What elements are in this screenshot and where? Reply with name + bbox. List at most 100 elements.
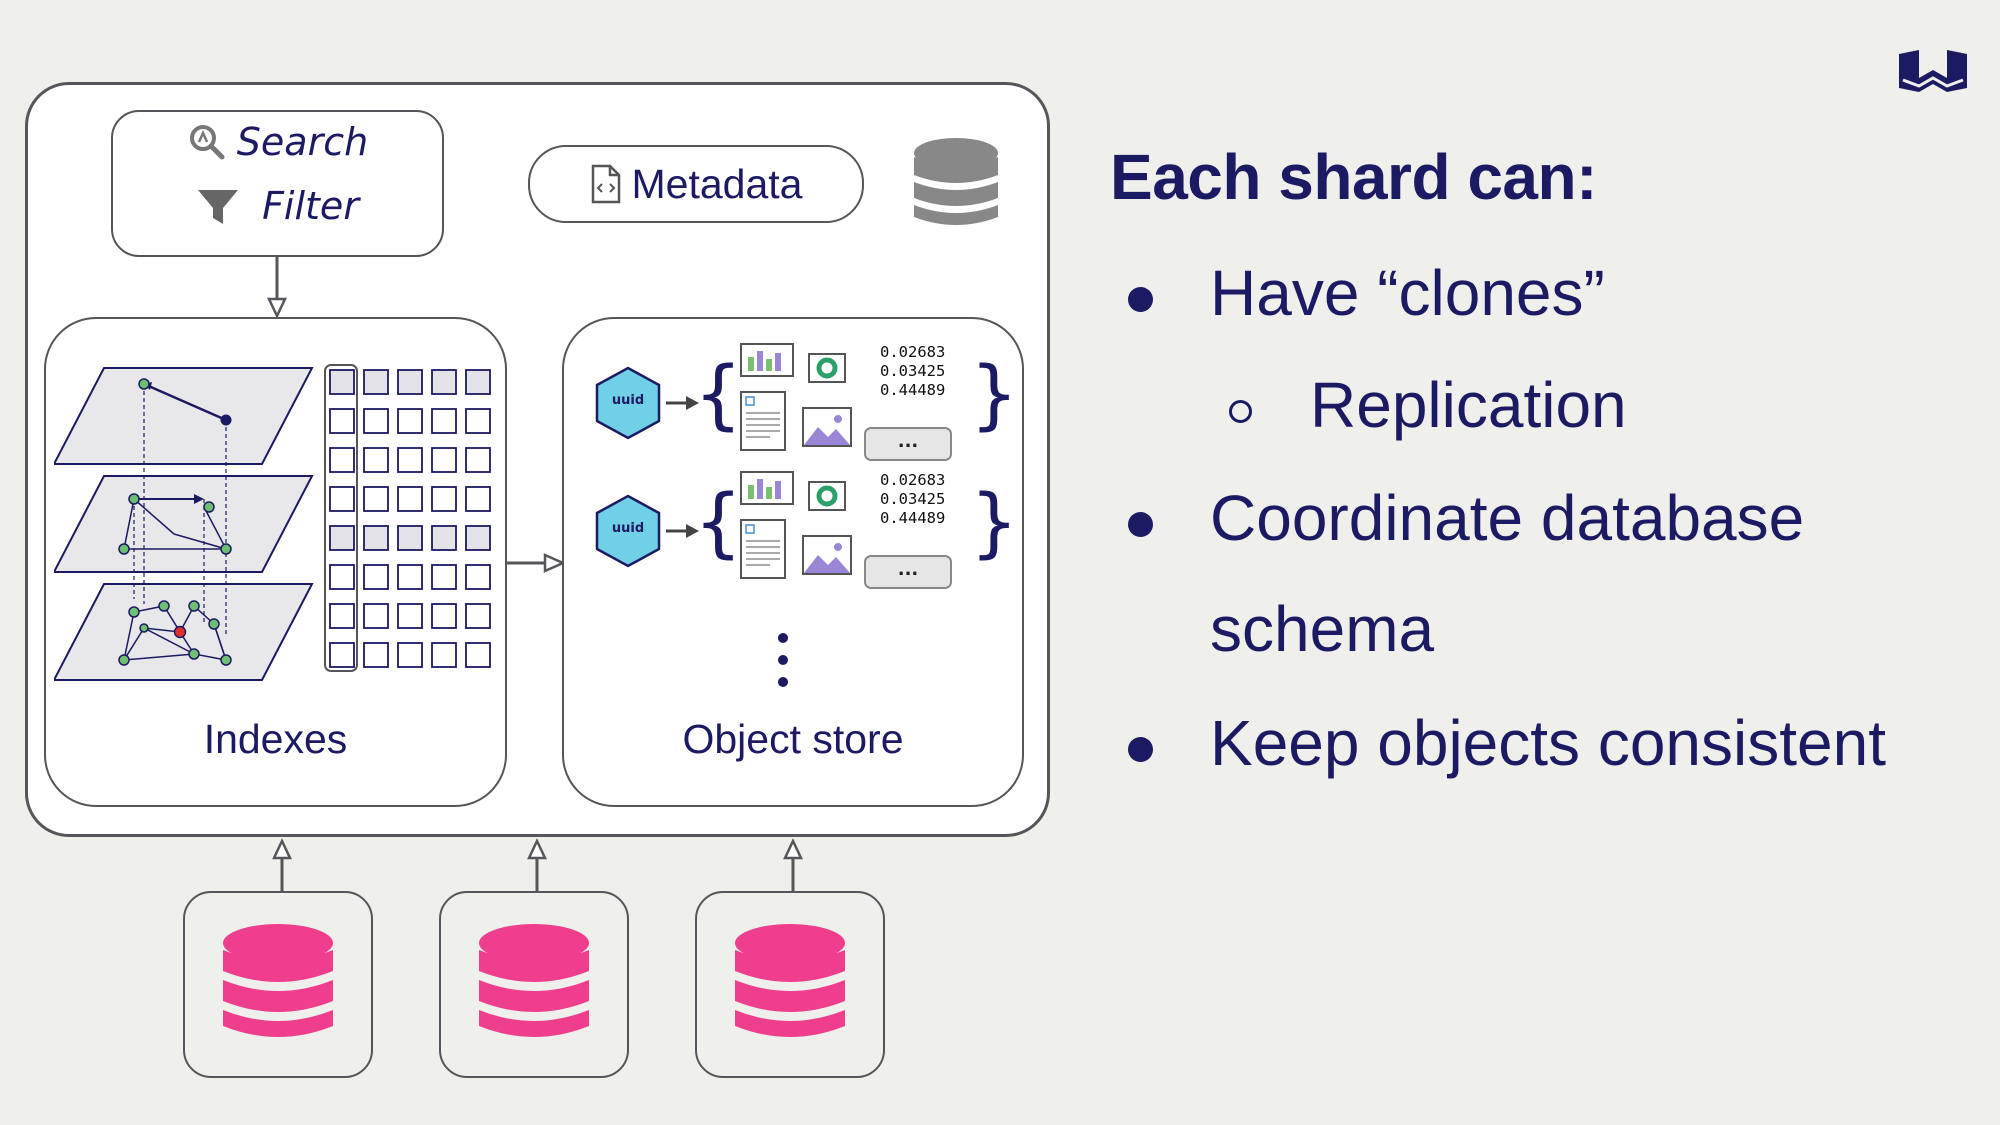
vector-value: 0.03425 xyxy=(880,362,946,380)
donut-chart-icon xyxy=(808,481,846,511)
code-file-icon xyxy=(591,164,620,204)
database-icon xyxy=(223,923,333,1037)
index-cell xyxy=(329,486,355,512)
index-cell xyxy=(329,408,355,434)
chart-image-icon xyxy=(740,471,794,505)
database-icon xyxy=(479,923,589,1037)
bullet-dot xyxy=(1128,737,1153,762)
index-cell xyxy=(363,525,389,551)
bullet-have-clones: Have “clones” xyxy=(1210,257,1605,329)
left-brace: { xyxy=(694,349,743,438)
index-cell xyxy=(329,525,355,551)
index-cell xyxy=(465,642,491,668)
index-cell xyxy=(431,525,457,551)
filter-label: Filter xyxy=(262,184,359,228)
uuid-label: uuid xyxy=(611,393,645,408)
replica-database-2 xyxy=(439,891,629,1078)
document-icon xyxy=(740,391,786,451)
image-icon xyxy=(802,407,852,447)
bullet-dot xyxy=(1128,287,1153,312)
vector-value: 0.03425 xyxy=(880,490,946,508)
metadata-label: Metadata xyxy=(631,160,803,207)
arrow-right-icon xyxy=(666,524,699,538)
index-cell xyxy=(329,603,355,629)
index-cell xyxy=(465,369,491,395)
search-magnifier-icon xyxy=(189,125,225,160)
filter-funnel-icon xyxy=(198,190,239,224)
hnsw-layers-graphic xyxy=(54,367,314,681)
uuid-hexagon-icon xyxy=(595,366,661,440)
index-cell xyxy=(431,603,457,629)
vector-value: 0.02683 xyxy=(880,471,946,489)
index-cell xyxy=(397,642,423,668)
index-cell xyxy=(397,447,423,473)
document-icon xyxy=(740,519,786,579)
index-cell xyxy=(397,603,423,629)
bullet-coordinate-database: Coordinate database xyxy=(1210,482,1805,554)
object-row-1: uuid { 0.02683 0.03425 0.44489 xyxy=(594,341,1018,461)
donut-chart-icon xyxy=(808,353,846,383)
index-cell xyxy=(363,564,389,590)
slide-heading: Each shard can: xyxy=(1110,141,1597,213)
index-cell xyxy=(465,603,491,629)
vector-values: 0.02683 0.03425 0.44489 xyxy=(880,471,945,528)
index-cell xyxy=(465,564,491,590)
search-label: Search xyxy=(236,120,369,164)
database-icon xyxy=(735,923,845,1037)
indexes-panel: Indexes xyxy=(44,317,507,807)
search-filter-box: Search Filter xyxy=(111,110,444,257)
replica-database-1 xyxy=(183,891,373,1078)
uuid-hexagon-icon xyxy=(595,494,661,568)
weaviate-logo-icon xyxy=(1899,50,1967,92)
bullet-dot xyxy=(1128,512,1153,537)
vector-value: 0.44489 xyxy=(880,381,946,399)
vector-value: 0.44489 xyxy=(880,509,946,527)
filter-row: Filter xyxy=(113,184,442,228)
bullet-schema-continuation: schema xyxy=(1210,593,1435,665)
object-row-2: uuid { 0.02683 0.03425 0.44489 xyxy=(594,469,1018,589)
inverted-index-grid xyxy=(324,364,491,672)
index-cell xyxy=(363,369,389,395)
bullet-replication: Replication xyxy=(1310,369,1627,441)
vector-values: 0.02683 0.03425 0.44489 xyxy=(880,343,945,400)
object-store-panel: uuid { 0.02683 0.03425 0.44489 xyxy=(562,317,1024,807)
vector-value: 0.02683 xyxy=(880,343,946,361)
chart-image-icon xyxy=(740,343,794,377)
index-cell xyxy=(363,408,389,434)
uuid-label: uuid xyxy=(611,521,645,536)
index-cell xyxy=(329,369,355,395)
index-cell xyxy=(465,447,491,473)
sub-bullet-circle xyxy=(1229,400,1252,423)
search-to-indexes-arrow xyxy=(267,257,287,319)
index-cell xyxy=(465,486,491,512)
index-cell xyxy=(397,525,423,551)
arrow-right-icon xyxy=(666,396,699,410)
indexes-label: Indexes xyxy=(203,716,348,762)
index-cell xyxy=(431,447,457,473)
index-cell xyxy=(397,408,423,434)
more-values-box: ... xyxy=(864,427,952,461)
indexes-to-object-store-arrow xyxy=(507,553,565,573)
db-arrow-up-2 xyxy=(527,838,547,894)
index-cell xyxy=(329,447,355,473)
index-cell xyxy=(431,486,457,512)
index-cell xyxy=(363,603,389,629)
object-store-label: Object store xyxy=(682,716,904,762)
vertical-ellipsis-icon xyxy=(778,633,788,687)
db-arrow-up-3 xyxy=(783,838,803,894)
index-cell xyxy=(431,642,457,668)
index-cell xyxy=(397,564,423,590)
index-cell xyxy=(431,564,457,590)
index-cell xyxy=(397,369,423,395)
index-cell xyxy=(363,447,389,473)
index-cell xyxy=(363,486,389,512)
right-brace: } xyxy=(970,349,1019,438)
db-arrow-up-1 xyxy=(272,838,292,894)
more-values-box: ... xyxy=(864,555,952,589)
database-icon xyxy=(914,138,998,225)
index-cell xyxy=(397,486,423,512)
search-row: Search xyxy=(113,120,442,164)
index-cell xyxy=(431,408,457,434)
index-cell xyxy=(465,525,491,551)
index-cell xyxy=(431,369,457,395)
